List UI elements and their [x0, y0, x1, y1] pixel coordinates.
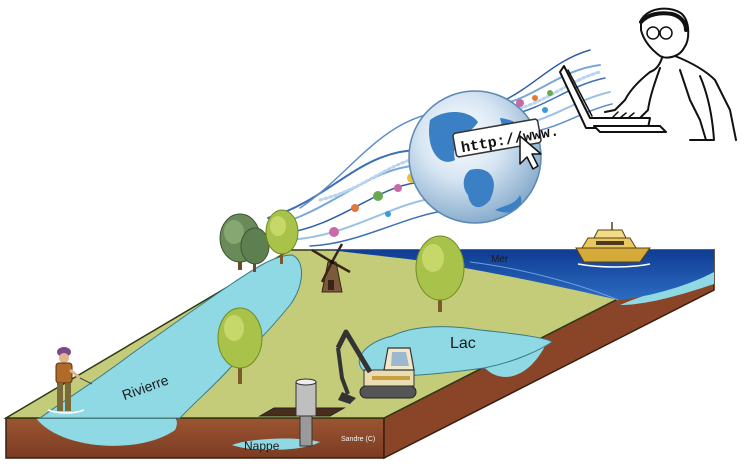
sea-label: Mer: [491, 254, 509, 265]
fisherman-icon: [47, 347, 93, 414]
excavator-icon: [335, 329, 417, 404]
tree-icon: [415, 235, 465, 312]
windmill-icon: [311, 243, 351, 293]
yacht-icon: [575, 222, 651, 268]
tree-icon: [265, 209, 299, 264]
credit-label: Sandre (C): [341, 436, 375, 443]
tree-icon: [217, 307, 263, 384]
groundwater-label: Nappe: [244, 439, 280, 453]
lake-label: Lac: [450, 335, 476, 352]
tree-icon: [240, 227, 270, 272]
cursor-icon: [519, 135, 542, 170]
river: [38, 254, 302, 419]
well-pipe-icon: [258, 378, 346, 447]
person-laptop-icon: [559, 7, 737, 141]
